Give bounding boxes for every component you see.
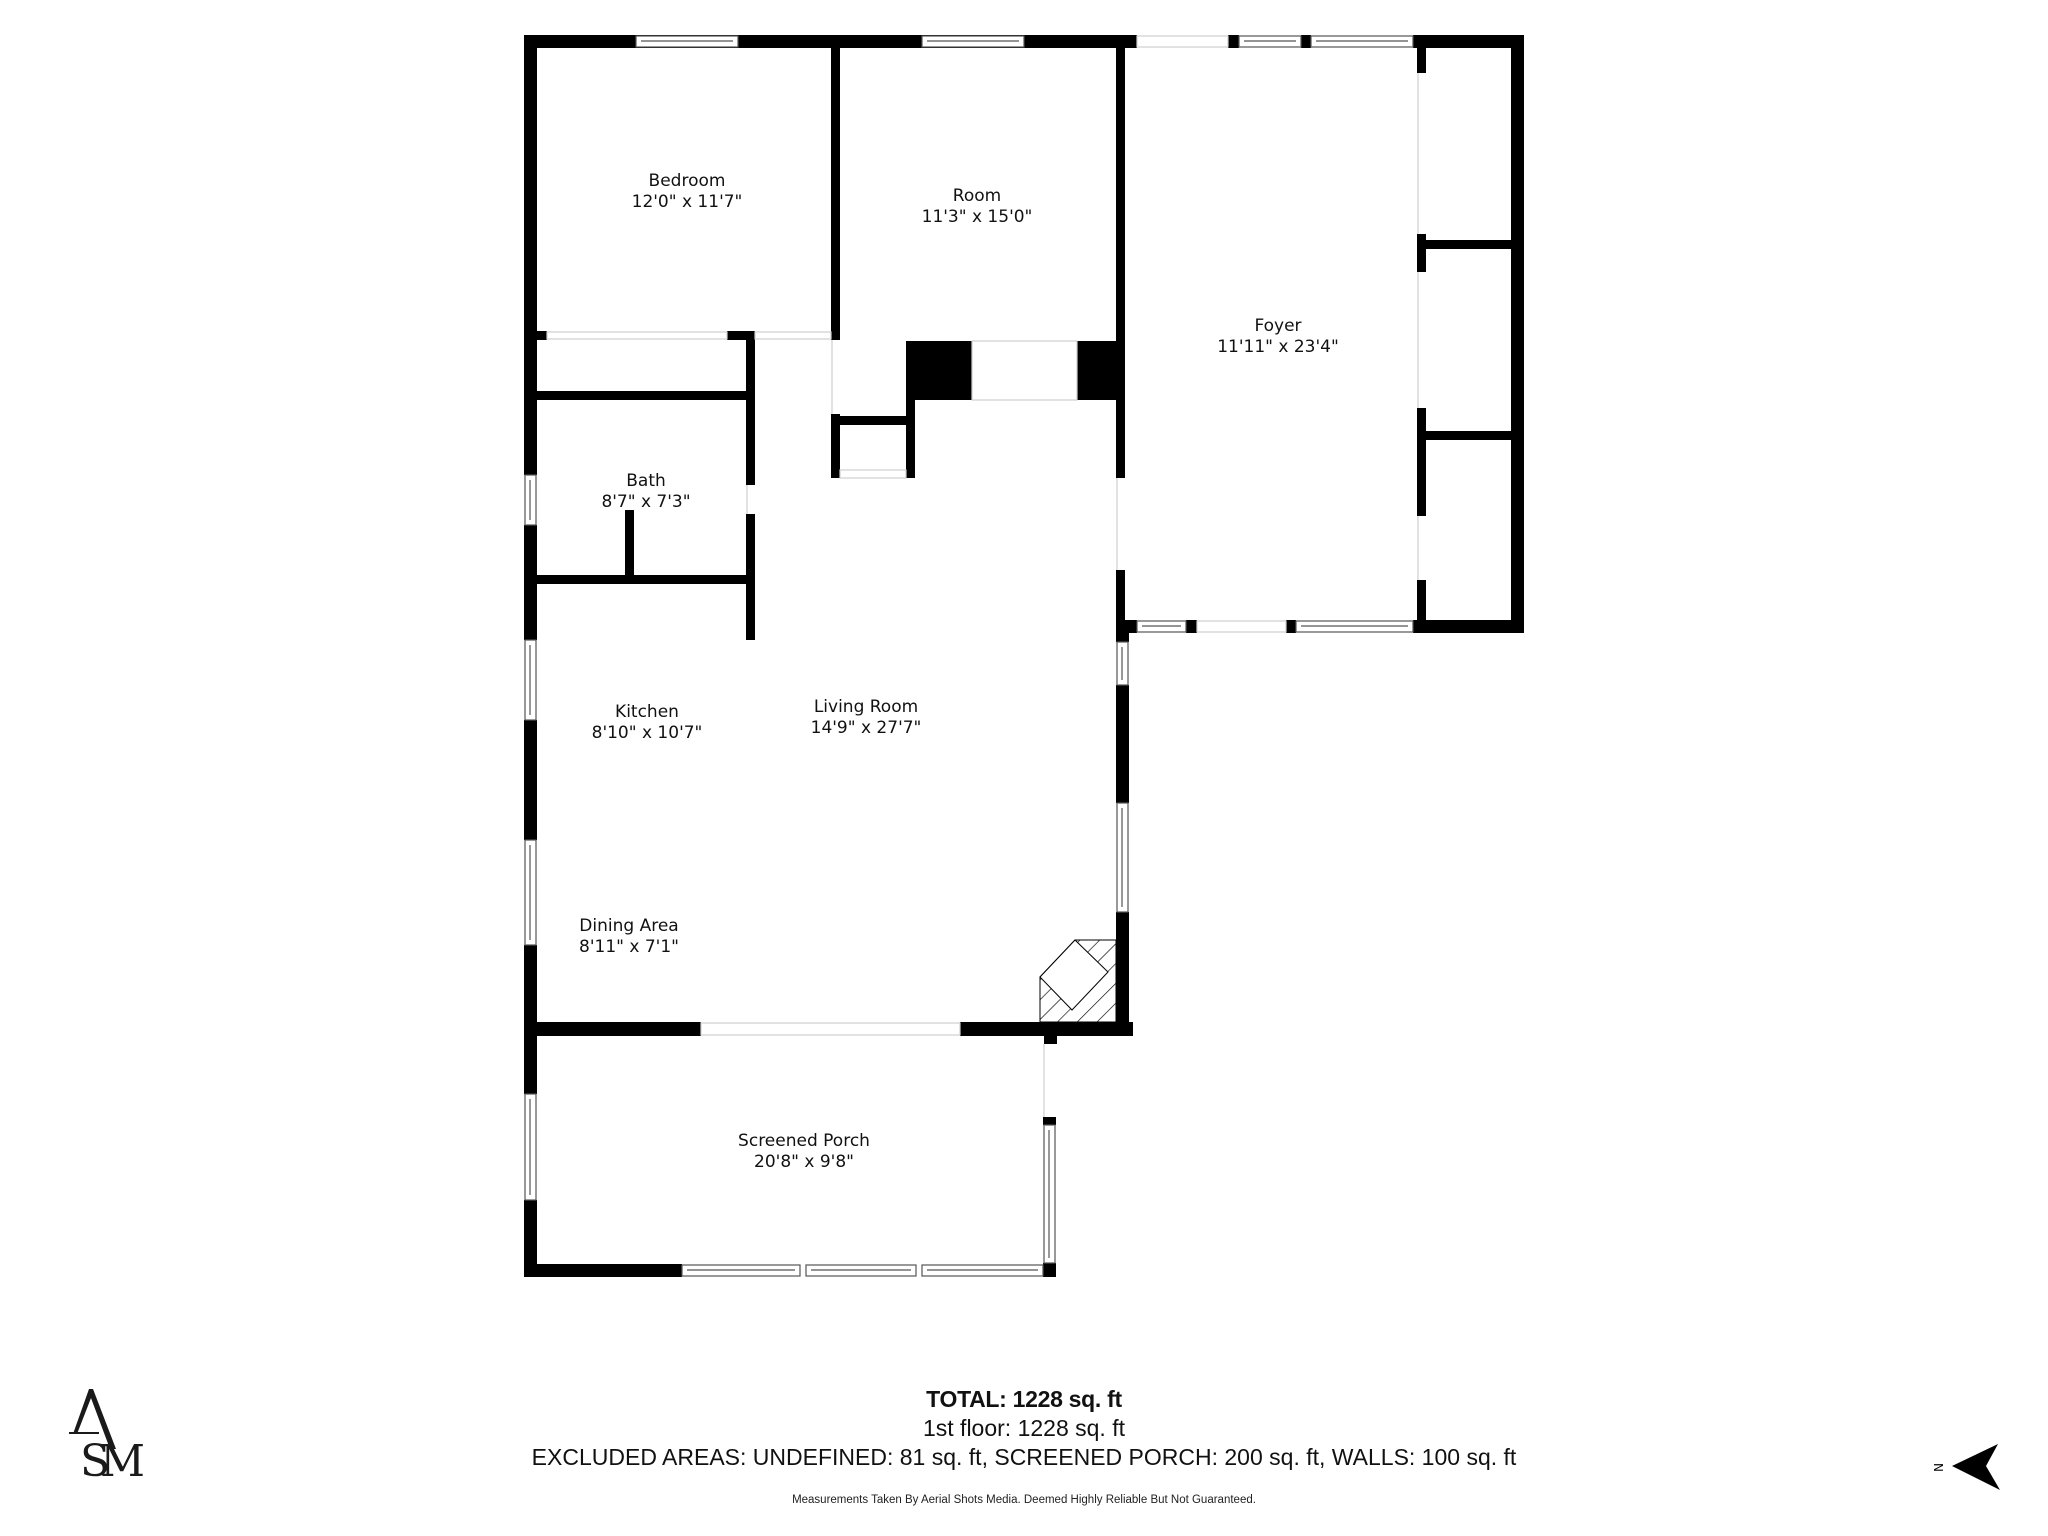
room-name: Bedroom	[648, 171, 726, 191]
room-label-room: Room 11'3" x 15'0"	[922, 186, 1033, 228]
room-name: Screened Porch	[738, 1131, 870, 1151]
room-dimensions: 8'11" x 7'1"	[579, 937, 679, 957]
logo-letter-m: M	[100, 1436, 145, 1484]
total-area: TOTAL: 1228 sq. ft	[926, 1386, 1122, 1412]
openings	[546, 35, 1419, 1117]
room-name: Dining Area	[579, 916, 679, 936]
windows	[524, 35, 1414, 1277]
room-name: Living Room	[813, 697, 919, 717]
compass-label: N	[1931, 1463, 1945, 1472]
room-name: Room	[952, 186, 1002, 206]
excluded-areas: EXCLUDED AREAS: UNDEFINED: 81 sq. ft, SC…	[531, 1444, 1517, 1470]
room-label-bedroom: Bedroom 12'0" x 11'7"	[632, 171, 743, 213]
compass: N	[1920, 1436, 2030, 1496]
room-dimensions: 8'7" x 7'3"	[601, 492, 691, 512]
room-label-bath: Bath 8'7" x 7'3"	[601, 471, 690, 513]
room-label-living-room: Living Room 14'9" x 27'7"	[811, 697, 922, 739]
asm-logo: S M	[69, 1389, 145, 1484]
disclaimer: Measurements Taken By Aerial Shots Media…	[792, 1494, 1256, 1506]
room-name: Kitchen	[615, 702, 679, 722]
room-label-foyer: Foyer 11'11" x 23'4"	[1217, 316, 1339, 358]
room-dimensions: 14'9" x 27'7"	[810, 718, 922, 738]
walls	[524, 35, 1524, 1277]
room-dimensions: 11'3" x 15'0"	[921, 207, 1033, 227]
room-dimensions: 12'0" x 11'7"	[631, 192, 743, 212]
room-dimensions: 11'11" x 23'4"	[1217, 337, 1339, 357]
north-arrow-icon: N	[1931, 1444, 2000, 1490]
floor-area: 1st floor: 1228 sq. ft	[922, 1415, 1125, 1441]
room-dimensions: 8'10" x 10'7"	[591, 723, 703, 743]
room-label-kitchen: Kitchen 8'10" x 10'7"	[592, 702, 703, 744]
fireplace	[1039, 939, 1117, 1023]
room-name: Foyer	[1254, 316, 1302, 336]
room-name: Bath	[626, 471, 666, 491]
logo-letter-s: S	[80, 1436, 110, 1484]
room-label-dining-area: Dining Area 8'11" x 7'1"	[579, 916, 679, 958]
room-dimensions: 20'8" x 9'8"	[754, 1152, 854, 1172]
room-label-screened-porch: Screened Porch 20'8" x 9'8"	[738, 1131, 870, 1173]
